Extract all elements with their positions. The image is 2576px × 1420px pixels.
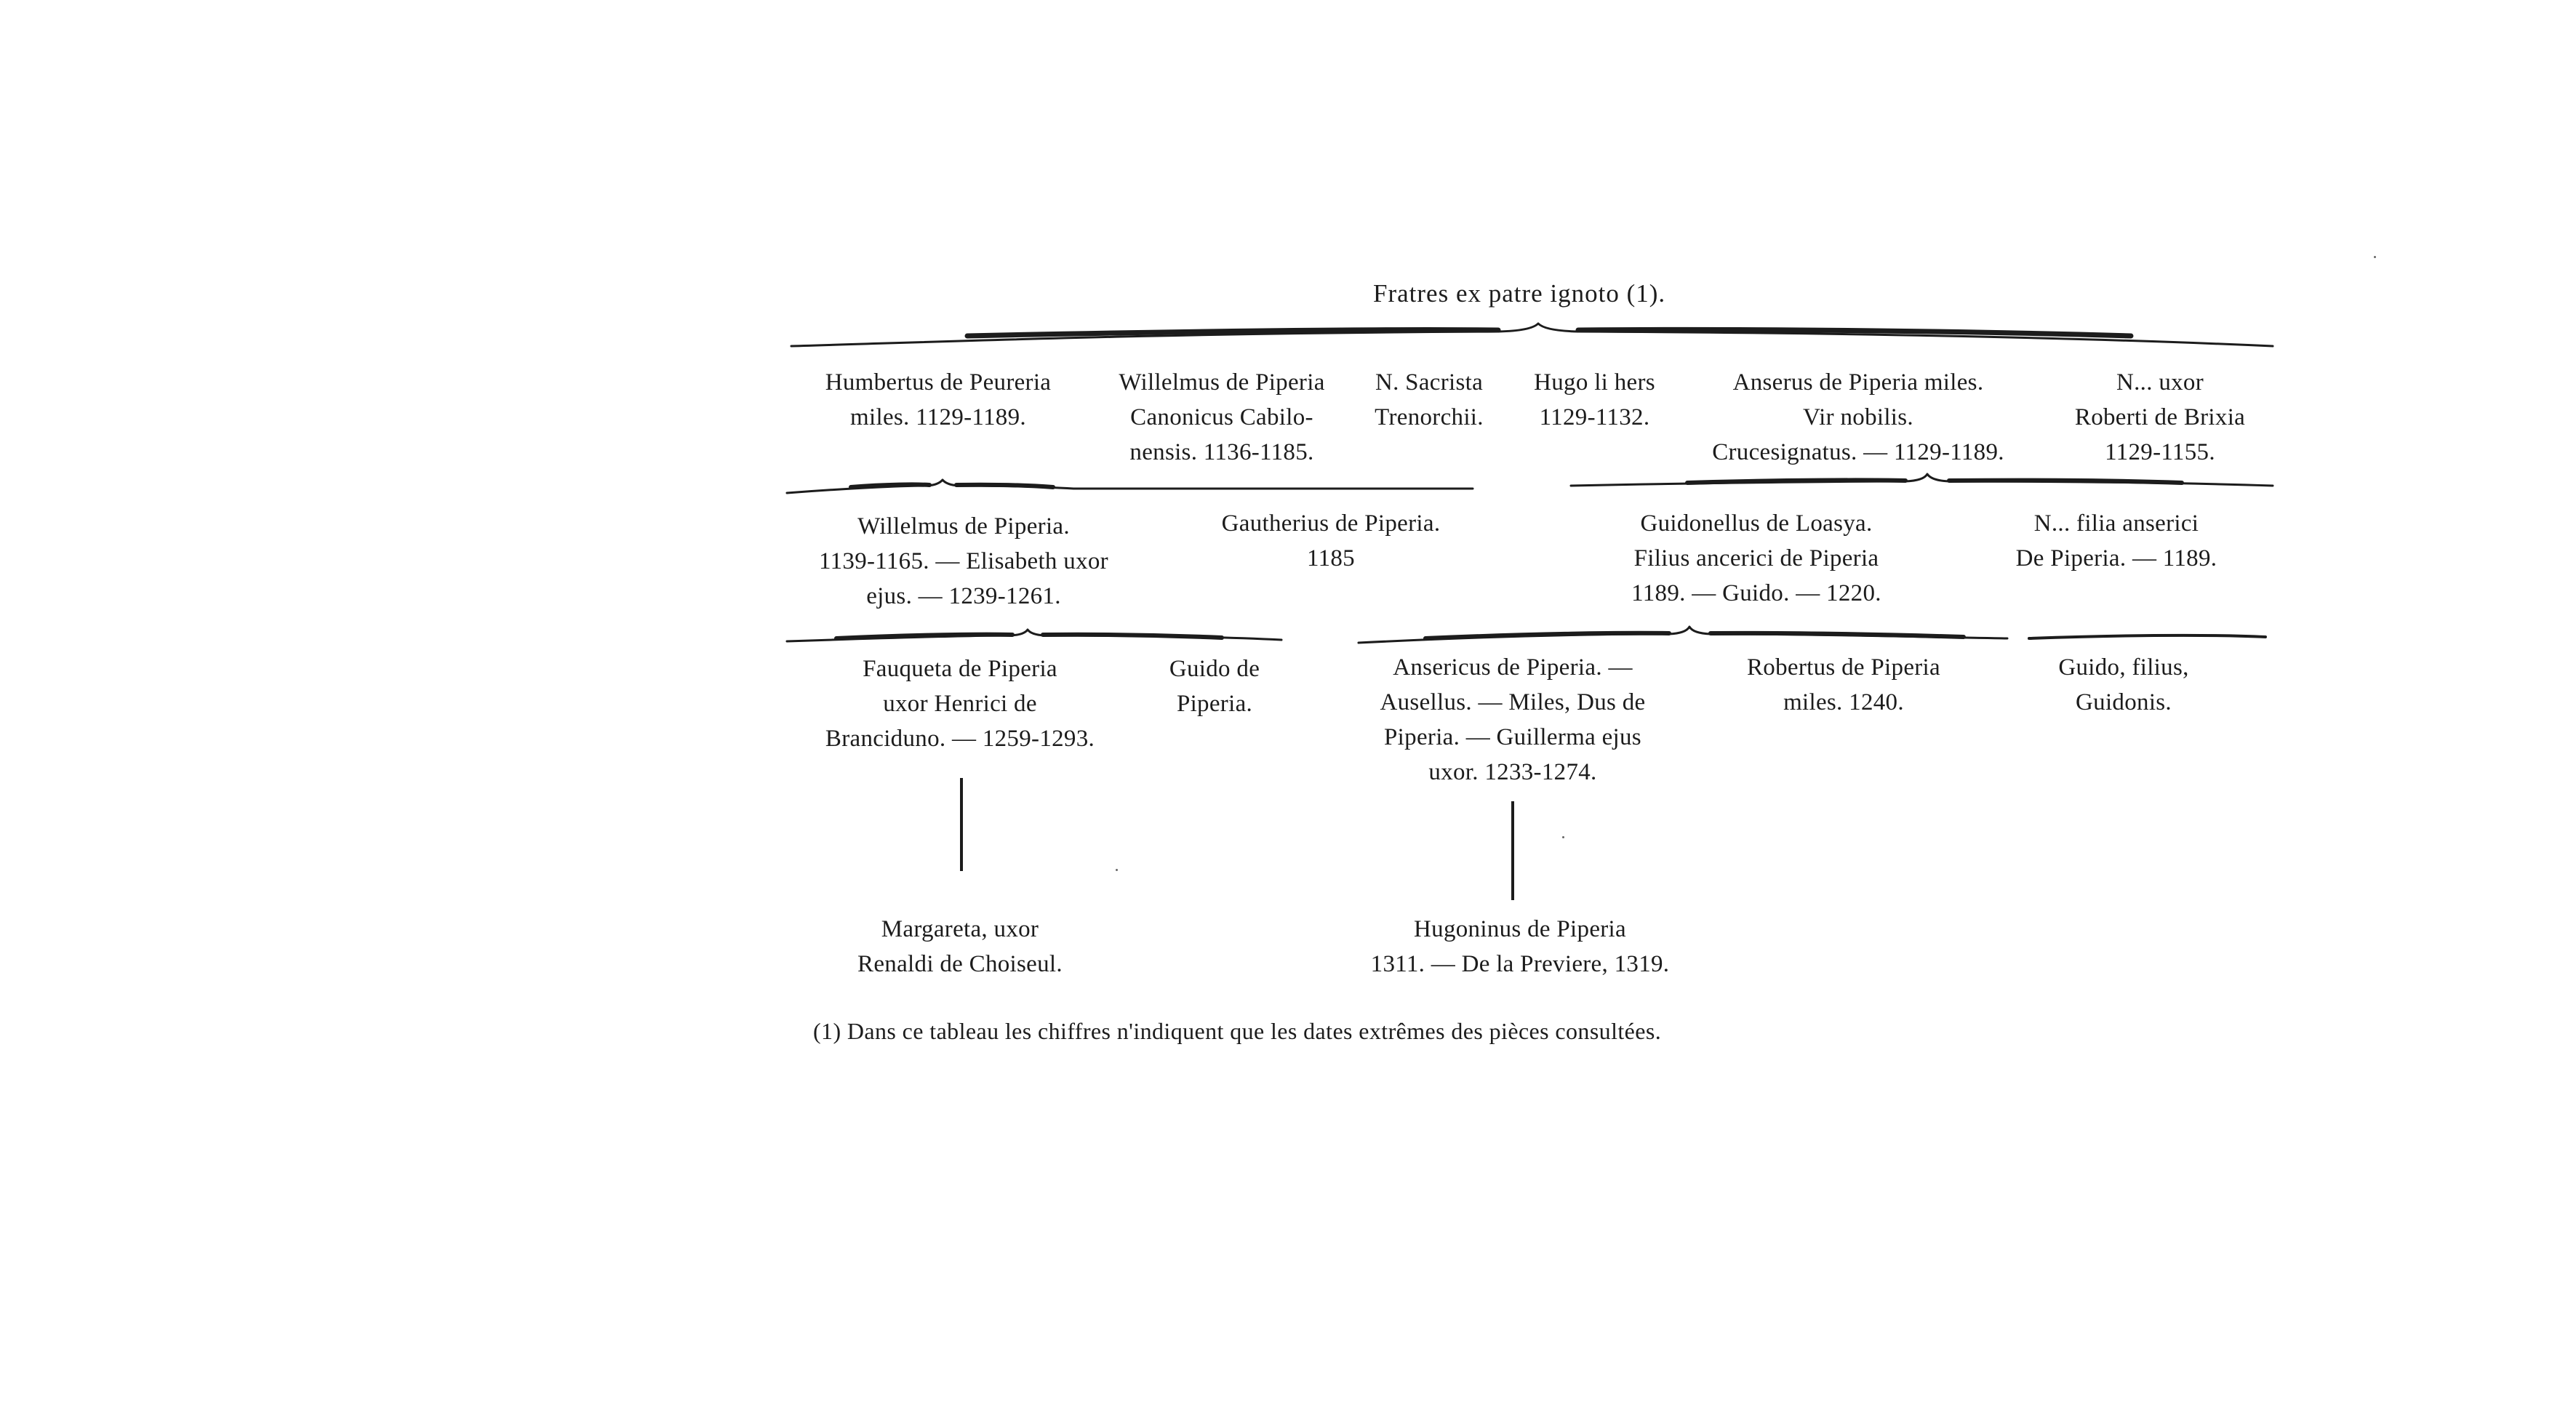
person-humbertus: Humbertus de Peureria miles. 1129-1189. bbox=[825, 369, 1052, 430]
person-sacrista: N. Sacrista Trenorchii. bbox=[1375, 369, 1484, 430]
brace-top bbox=[790, 322, 2274, 348]
person-guidonellus: Guidonellus de Loasya. Filius ancerici d… bbox=[1631, 510, 1881, 606]
descent-line-ansericus bbox=[1511, 801, 1514, 900]
brace-humbertus-thick bbox=[849, 482, 1055, 489]
person-guido-filius: Guido, filius, Guidonis. bbox=[2058, 654, 2189, 715]
person-ansericus: Ansericus de Piperia. — Ausellus. — Mile… bbox=[1380, 654, 1646, 785]
brace-guidonellus-thick bbox=[1423, 630, 1966, 641]
page-title: Fratres ex patre ignoto (1). bbox=[1373, 279, 1666, 308]
person-hugoninus: Hugoninus de Piperia 1311. — De la Previ… bbox=[1370, 916, 1670, 977]
person-filia-anserici: N... filia anserici De Piperia. — 1189. bbox=[2015, 510, 2217, 571]
scan-speck bbox=[2374, 256, 2376, 258]
brace-anserus-thick bbox=[1685, 478, 2184, 485]
person-robertus: Robertus de Piperia miles. 1240. bbox=[1747, 654, 1940, 715]
person-uxor-roberti: N... uxor Roberti de Brixia 1129-1155. bbox=[2074, 369, 2246, 465]
line-filia-anserici bbox=[2028, 633, 2267, 640]
person-hugo: Hugo li hers 1129-1132. bbox=[1534, 369, 1655, 430]
person-guido-de-piperia: Guido de Piperia. bbox=[1169, 656, 1260, 717]
person-willelmus-canonicus: Willelmus de Piperia Canonicus Cabilo- n… bbox=[1119, 369, 1325, 465]
person-fauqueta: Fauqueta de Piperia uxor Henrici de Bran… bbox=[825, 656, 1095, 752]
descent-line-fauqueta bbox=[960, 778, 963, 871]
scan-speck bbox=[1562, 836, 1564, 838]
person-willelmus: Willelmus de Piperia. 1139-1165. — Elisa… bbox=[819, 513, 1108, 609]
person-margareta: Margareta, uxor Renaldi de Choiseul. bbox=[857, 916, 1063, 977]
scan-speck bbox=[1116, 869, 1118, 871]
brace-top-thick bbox=[964, 326, 2134, 339]
person-gautherius: Gautherius de Piperia. 1185 bbox=[1221, 510, 1441, 571]
person-anserus: Anserus de Piperia miles. Vir nobilis. C… bbox=[1712, 369, 2004, 465]
footnote: (1) Dans ce tableau les chiffres n'indiq… bbox=[813, 1018, 1662, 1044]
brace-willelmus-thick bbox=[834, 632, 1224, 641]
